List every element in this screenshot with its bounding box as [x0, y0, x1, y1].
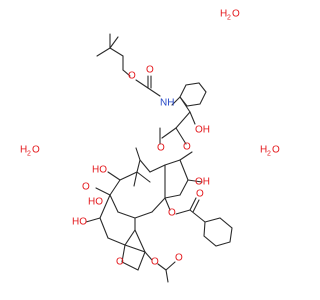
atom-label-oxygen: O [168, 208, 176, 219]
bond [99, 217, 109, 239]
bond [107, 237, 126, 246]
bond [139, 159, 151, 173]
atom-label-oxetane-oxygen: O [116, 257, 124, 268]
bond [165, 261, 176, 271]
bond [189, 209, 206, 223]
bond [122, 69, 131, 77]
bond [85, 217, 101, 223]
atom-label-hydroxyl: HO [72, 217, 87, 228]
atom-label-oxygen: O [146, 65, 154, 76]
bond [99, 194, 111, 219]
bond [109, 179, 121, 196]
phenyl-ring-benzoate [203, 217, 233, 247]
molecule-structure-diagram: H 2 O H 2 O H 2 O O O NH OH O O HO OH O … [20, 9, 280, 283]
water-molecule-top: H 2 O [220, 9, 240, 22]
bond [119, 171, 138, 181]
bond [107, 171, 121, 181]
bond [161, 127, 177, 139]
water-h-label: H [20, 145, 27, 156]
bond [134, 229, 146, 253]
bond [175, 209, 191, 215]
atom-label-oxygen: O [175, 253, 183, 264]
bond [144, 251, 153, 261]
atom-label-oxygen: O [157, 143, 165, 154]
bond [175, 111, 191, 129]
atom-label-ketone-oxygen: O [82, 182, 90, 193]
bond [175, 127, 187, 145]
water-h-label: H [220, 9, 227, 20]
bond [189, 111, 196, 125]
bond [95, 187, 111, 196]
water-molecule-left: H 2 O [20, 145, 40, 158]
bond [135, 147, 141, 161]
oxetane-ring [121, 244, 146, 271]
bond [134, 211, 153, 219]
bond [124, 229, 136, 246]
bond [109, 47, 124, 57]
water-subscript: 2 [27, 151, 31, 158]
bond [189, 197, 197, 211]
bond [192, 199, 200, 213]
bond [179, 151, 193, 161]
bond [136, 171, 151, 183]
atom-label-hydroxyl: OH [195, 125, 210, 136]
atom-label-hydroxyl: OH [195, 177, 210, 188]
atom-label-oxygen: O [151, 257, 159, 268]
water-o-label: O [272, 145, 280, 156]
bond [179, 179, 189, 196]
bond [149, 164, 166, 173]
atom-label-oxygen: O [183, 142, 191, 153]
bond [164, 197, 171, 211]
atom-label-hydroxyl: HO [92, 165, 107, 176]
water-o-label: O [232, 9, 240, 20]
bond [135, 79, 149, 89]
bond [117, 211, 136, 219]
phenyl-ring-side-chain [179, 82, 207, 107]
atom-label-oxygen: O [196, 189, 204, 200]
water-molecule-right: H 2 O [260, 145, 280, 158]
water-h-label: H [260, 145, 267, 156]
bond [179, 159, 189, 181]
bond [136, 159, 141, 173]
bond [147, 87, 161, 97]
bond [151, 197, 166, 213]
bond [187, 179, 203, 183]
atom-label-nh: NH [160, 98, 174, 109]
atom-label-oxygen: O [128, 71, 136, 82]
bond [165, 269, 169, 283]
water-o-label: O [32, 145, 40, 156]
bond [157, 263, 167, 271]
bond [109, 36, 119, 49]
bond [164, 159, 181, 166]
atom-labels: O O NH OH O O HO OH O HO HO O O O O O [72, 65, 210, 268]
water-subscript: 2 [267, 151, 271, 158]
bond [109, 194, 119, 213]
atom-label-hydroxyl: HO [88, 197, 103, 208]
molecule-bonds [85, 33, 233, 283]
bond [133, 171, 138, 187]
bond [164, 194, 181, 199]
bond [96, 47, 111, 57]
bond [171, 96, 181, 106]
water-subscript: 2 [227, 15, 231, 22]
